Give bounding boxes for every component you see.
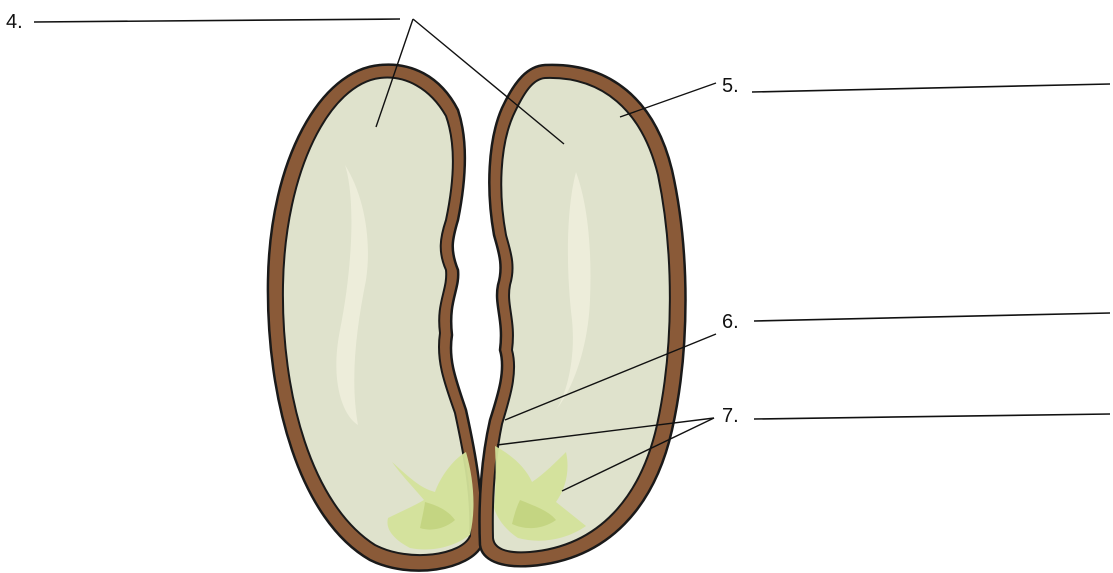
right-seed-half (479, 65, 685, 566)
label-7: 7. (722, 405, 739, 427)
left-seed-half (268, 65, 482, 571)
answer-line-5 (752, 84, 1110, 92)
answer-line-4 (34, 19, 400, 22)
label-4: 4. (6, 11, 23, 33)
label-5: 5. (722, 75, 739, 97)
answer-line-7 (754, 414, 1110, 419)
label-4-group: 4. (6, 11, 564, 144)
answer-line-6 (754, 313, 1110, 321)
label-6: 6. (722, 311, 739, 333)
label-5-group: 5. (620, 75, 1110, 117)
